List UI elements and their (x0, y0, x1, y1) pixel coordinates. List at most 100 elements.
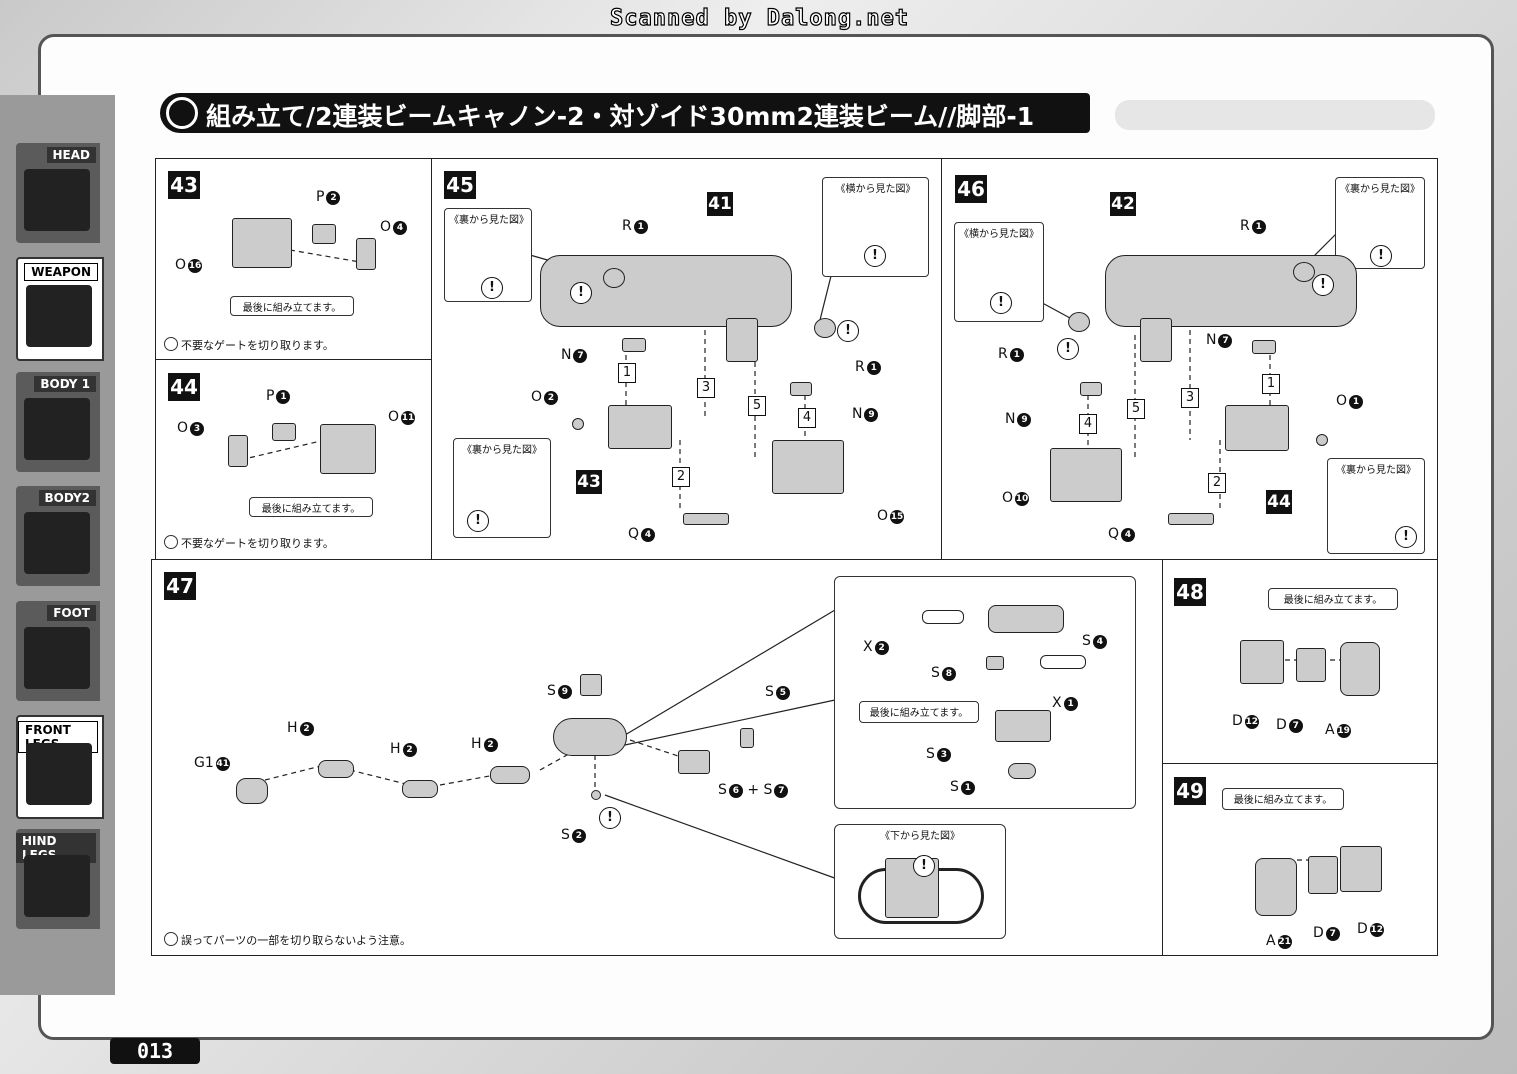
sub-assembly-41: 41 (707, 192, 733, 216)
step-44-panel (155, 359, 432, 560)
step-number-44: 44 (168, 373, 200, 401)
cannon-grip-45 (726, 318, 758, 362)
inset-47-s8 (986, 656, 1004, 670)
note-43: 不要なゲートを切り取ります。 (164, 337, 334, 353)
tab-body1[interactable]: BODY 1 (16, 372, 100, 472)
step-43-panel (155, 158, 432, 360)
tab-front-legs[interactable]: FRONT LEGS (16, 715, 104, 819)
seq-46-5: 5 (1127, 399, 1145, 419)
step-number-48: 48 (1174, 578, 1206, 606)
caution-nipper-icon (164, 932, 178, 946)
part-46-r1-left (1068, 312, 1090, 332)
warning-icon: ! (467, 510, 489, 532)
hind-legs-thumbnail-icon (24, 855, 90, 917)
tab-foot[interactable]: FOOT (16, 601, 100, 701)
cannon-grip-46 (1140, 318, 1172, 362)
part-47-s9 (580, 674, 602, 696)
warning-icon: ! (990, 292, 1012, 314)
nipper-icon (164, 535, 178, 549)
part-43-o4 (356, 238, 376, 270)
wrench-icon (166, 97, 198, 129)
part-48-d12 (1240, 640, 1284, 684)
part-46-o10 (1050, 448, 1122, 502)
part-49-a21 (1255, 858, 1297, 916)
tab-body2[interactable]: BODY2 (16, 486, 100, 586)
inset-47-s3 (995, 710, 1051, 742)
seq-46-1: 1 (1262, 374, 1280, 394)
page-number: 013 (110, 1038, 200, 1064)
note-44: 不要なゲートを切り取ります。 (164, 535, 334, 551)
beam-cannon-45 (540, 255, 792, 327)
part-49-d7 (1308, 856, 1338, 894)
part-45-o15 (772, 440, 844, 494)
head-thumbnail-icon (24, 169, 90, 231)
inset-47-callout: 最後に組み立てます。 (859, 701, 979, 723)
seq-46-2: 2 (1208, 473, 1226, 493)
title-bar (160, 93, 1090, 133)
front-legs-thumbnail-icon (26, 743, 92, 805)
part-48-d7 (1296, 648, 1326, 682)
warning-icon: ! (481, 277, 503, 299)
step-number-45: 45 (444, 171, 476, 199)
warning-icon: ! (913, 855, 935, 877)
part-49-d12 (1340, 846, 1382, 892)
tab-hind-legs[interactable]: HIND LEGS (16, 829, 100, 929)
foot-thumbnail-icon (24, 627, 90, 689)
part-45-43-assembly (608, 405, 672, 449)
part-45-q4 (683, 513, 729, 525)
body2-thumbnail-icon (24, 512, 90, 574)
warning-icon: ! (570, 282, 592, 304)
seq-45-2: 2 (672, 467, 690, 487)
part-44-p1 (272, 423, 296, 441)
part-46-q4 (1168, 513, 1214, 525)
warning-icon: ! (1395, 526, 1417, 548)
seq-45-4: 4 (798, 408, 816, 428)
tab-head[interactable]: HEAD (16, 143, 100, 243)
seq-45-5: 5 (748, 396, 766, 416)
part-47-turret (553, 718, 627, 756)
part-47-h2a (318, 760, 354, 778)
step-47-inset (834, 576, 1136, 809)
seq-46-3: 3 (1181, 388, 1199, 408)
part-47-h2b (402, 780, 438, 798)
part-45-n9 (790, 382, 812, 396)
seq-45-1: 1 (618, 363, 636, 383)
inset-47-x1 (1040, 655, 1086, 669)
callout-43: 最後に組み立てます。 (230, 296, 354, 316)
step-number-43: 43 (168, 171, 200, 199)
part-45-o2 (572, 418, 584, 430)
page-title: 組み立て/2連装ビームキャノン-2・対ゾイド30mm2連装ビーム//脚部-1 (206, 102, 1035, 131)
step-number-46: 46 (955, 175, 987, 203)
part-46-n7 (1252, 340, 1276, 354)
step-number-49: 49 (1174, 777, 1206, 805)
nipper-icon (164, 337, 178, 351)
part-46-n9 (1080, 382, 1102, 396)
sub-assembly-44: 44 (1266, 490, 1292, 514)
tab-weapon[interactable]: WEAPON (16, 257, 104, 361)
warning-icon: ! (1370, 245, 1392, 267)
